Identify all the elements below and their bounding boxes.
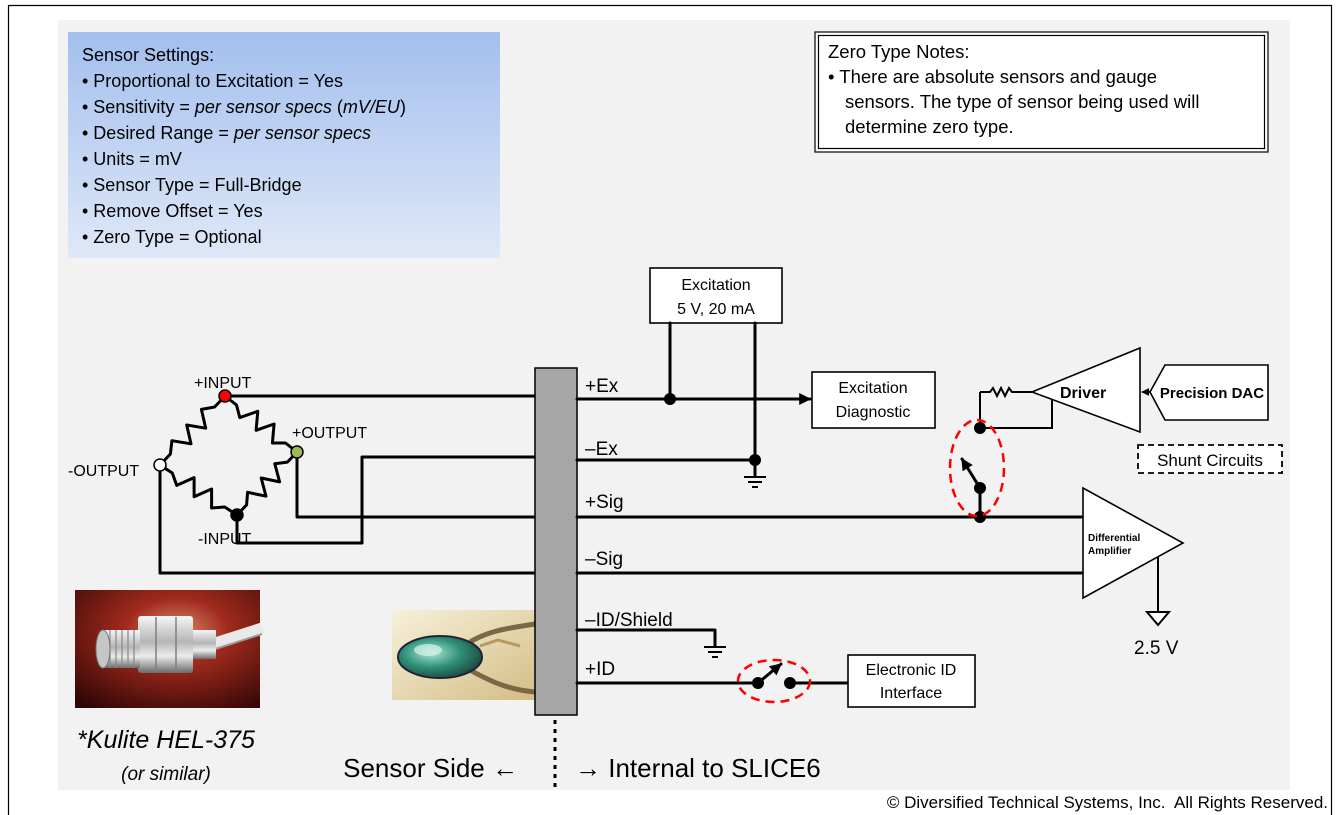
switch-contact: [974, 422, 986, 434]
full-bridge-sensor: +INPUT +OUTPUT -OUTPUT -INPUT: [68, 375, 367, 548]
switch-lever: [756, 662, 783, 685]
pin-label-plus-id: +ID: [585, 659, 615, 680]
id-switch: [736, 658, 812, 704]
zero-notes-title: Zero Type Notes:: [828, 41, 970, 62]
precision-dac-label: Precision DAC: [1160, 385, 1264, 402]
sensor-side-wiring: [158, 394, 537, 575]
connector-bar: [534, 367, 578, 716]
pin-label-plus-ex: +Ex: [585, 376, 619, 397]
pin-label-minus-ex: –Ex: [585, 439, 618, 460]
excitation-title: Excitation: [681, 277, 750, 294]
pin-label-minus-id-shield: –ID/Shield: [585, 610, 673, 631]
setting-remove-offset: • Remove Offset = Yes: [82, 201, 263, 221]
internal-side-label: → Internal to SLICE6: [575, 753, 821, 783]
setting-zero-type: • Zero Type = Optional: [82, 227, 262, 247]
sensor-photo: [75, 590, 264, 708]
excitation-diagnostic-line: Diagnostic: [836, 404, 911, 421]
shunt-circuits-label: Shunt Circuits: [1157, 451, 1263, 470]
plus-input-label: +INPUT: [194, 375, 252, 392]
setting-sensitivity: • Sensitivity = per sensor specs (mV/EU): [82, 97, 406, 117]
electronic-id-block: Electronic ID Interface: [847, 654, 976, 708]
sensor-settings-title: Sensor Settings:: [82, 45, 214, 65]
copyright-notice: © Diversified Technical Systems, Inc. Al…: [887, 793, 1328, 812]
amplifier-reference-label: 2.5 V: [1134, 638, 1179, 659]
pin-label-plus-sig: +Sig: [585, 492, 624, 513]
wire-id-shield: [575, 628, 717, 648]
ground-icon: [704, 646, 726, 658]
switch-contact: [784, 677, 796, 689]
sensor-model-label: *Kulite HEL-375: [77, 726, 255, 754]
wire-plus-output: [295, 450, 537, 519]
wire-minus-output: [158, 463, 537, 575]
excitation-diagnostic-block: Excitation Diagnostic: [811, 371, 936, 429]
excitation-diagnostic-line: Excitation: [838, 380, 907, 397]
electronic-id-line: Interface: [880, 685, 942, 702]
internal-wiring: [575, 321, 1085, 685]
sensor-model-note: (or similar): [121, 764, 211, 785]
zero-notes-line: determine zero type.: [845, 116, 1014, 137]
zero-notes-line: sensors. The type of sensor being used w…: [845, 91, 1199, 112]
setting-units: • Units = mV: [82, 149, 182, 169]
junction-dot: [664, 393, 676, 405]
electronic-id-line: Electronic ID: [866, 662, 957, 679]
diff-amp-label: Amplifier: [1088, 546, 1131, 557]
minus-input-label: -INPUT: [198, 531, 252, 548]
plus-input-node: [218, 389, 232, 403]
minus-output-node: [153, 458, 167, 472]
plus-output-label: +OUTPUT: [292, 425, 367, 442]
shunt-switch-highlight: [948, 418, 1006, 518]
bridge-resistor: [158, 463, 239, 517]
driver-feedback-wire: [980, 400, 1053, 429]
switch-lever: [960, 457, 982, 490]
bridge-resistor: [158, 394, 227, 467]
shunt-switch: [948, 418, 1006, 518]
zero-type-notes-box: Zero Type Notes: • There are absolute se…: [814, 31, 1269, 153]
driver-label: Driver: [1060, 385, 1106, 402]
wire-minus-input: [235, 455, 537, 545]
diff-amp-label: Differential: [1088, 533, 1140, 544]
zero-notes-line: • There are absolute sensors and gauge: [828, 66, 1157, 87]
id-switch-highlight: [736, 658, 812, 704]
id-chip-photo: [392, 610, 536, 700]
shunt-circuits-block: Shunt Circuits: [1137, 444, 1283, 474]
bridge-resistor: [223, 394, 299, 454]
precision-dac-block: Precision DAC: [1141, 364, 1269, 421]
differential-amplifier: Differential Amplifier 2.5 V: [1082, 486, 1185, 659]
sensor-side-label: Sensor Side ←: [343, 753, 518, 783]
driver-block: Driver: [979, 346, 1141, 434]
excitation-block: Excitation 5 V, 20 mA: [649, 267, 783, 324]
bridge-resistor: [235, 450, 299, 517]
setting-proportional: • Proportional to Excitation = Yes: [82, 71, 343, 91]
plus-output-node: [290, 445, 304, 459]
ground-icon: [744, 458, 766, 488]
excitation-spec: 5 V, 20 mA: [677, 301, 755, 318]
minus-output-label: -OUTPUT: [68, 463, 139, 480]
minus-input-node: [230, 508, 244, 522]
pin-label-minus-sig: –Sig: [585, 549, 623, 570]
driver-output-resistor: [980, 385, 1032, 399]
reference-ground-icon: [1144, 611, 1172, 627]
setting-desired-range: • Desired Range = per sensor specs: [82, 123, 371, 143]
sensor-settings-box: Sensor Settings: • Proportional to Excit…: [68, 32, 500, 258]
setting-sensor-type: • Sensor Type = Full-Bridge: [82, 175, 302, 195]
outer-frame: [7, 4, 1333, 815]
